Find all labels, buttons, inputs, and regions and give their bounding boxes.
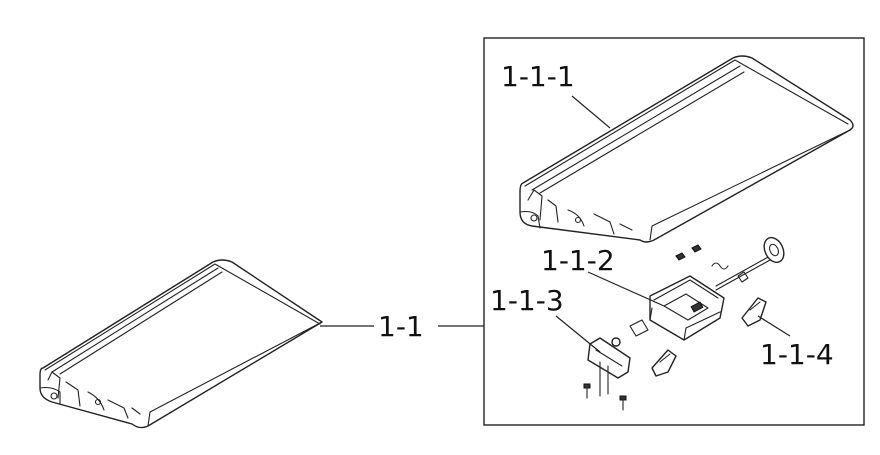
label-holder-1-1-3: 1-1-3: [490, 284, 564, 317]
label-assembly-1-1: 1-1: [378, 310, 424, 343]
label-clips-1-1-4: 1-1-4: [760, 338, 834, 371]
label-roller-unit-1-1-2: 1-1-2: [541, 244, 615, 277]
label-cover-1-1-1: 1-1-1: [501, 60, 575, 93]
top-cover-illustration: [519, 55, 854, 243]
clips-illustration: [651, 297, 767, 377]
assembled-cover-illustration: [39, 259, 323, 429]
holder-illustration: [583, 337, 631, 411]
roller-unit-illustration: [629, 236, 785, 341]
leader-lines: [320, 95, 791, 353]
exploded-view-frame: [483, 37, 865, 426]
